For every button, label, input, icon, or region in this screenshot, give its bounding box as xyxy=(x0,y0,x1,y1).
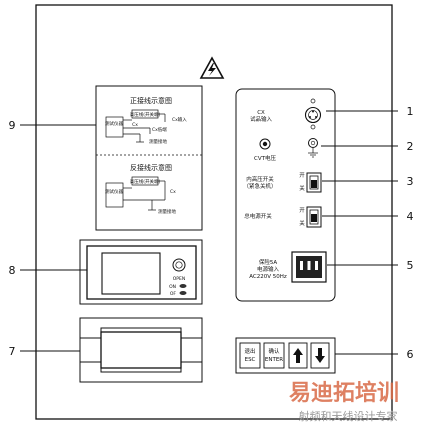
internal-hv-switch-label: 内高压开关 xyxy=(246,175,274,183)
hv-label: 高压线(开关端) xyxy=(130,111,161,118)
enter-button[interactable] xyxy=(263,342,285,369)
main-power-switch-label: 总电源开关 xyxy=(244,212,272,220)
callout-1: 1 xyxy=(407,105,414,118)
ground-terminal-icon[interactable] xyxy=(308,138,318,158)
printer-knob-inner xyxy=(175,261,183,269)
power-input-label: 电源输入 xyxy=(257,265,280,273)
internal-hv-switch[interactable] xyxy=(306,172,322,193)
internal-hv-switch-note: （紧急关机） xyxy=(243,182,276,190)
watermark-brand: 易迪拓培训 xyxy=(289,380,399,406)
enter-button-sublabel: ENTER xyxy=(265,357,283,363)
cx-label: Cx xyxy=(132,122,138,128)
callout-2: 2 xyxy=(407,140,414,153)
fuse-label: 保险5A xyxy=(259,258,277,266)
power-rating-label: AC220V 50Hz xyxy=(249,274,287,280)
callout-7: 7 xyxy=(9,345,16,358)
open-label: OPEN xyxy=(173,276,185,282)
arrow-up-icon xyxy=(293,348,303,363)
led-off-indicator xyxy=(179,291,187,295)
handle-outline-bottom xyxy=(80,361,202,373)
watermark-slogan: 射频和天线设计专家 xyxy=(299,409,398,423)
led-off-label: OF xyxy=(170,291,177,297)
lcd-screen xyxy=(101,252,161,295)
down-button[interactable] xyxy=(310,342,330,369)
reverse-title: 反接线示意图 xyxy=(130,163,172,172)
schematic-box xyxy=(95,85,203,231)
led-on-label: ON xyxy=(169,284,176,290)
forward-title: 正接线示意图 xyxy=(130,96,172,105)
hv-switch-off-text: 关 xyxy=(299,184,305,192)
handle-grip[interactable] xyxy=(100,331,182,369)
reverse-schematic xyxy=(105,176,166,211)
printer-knob[interactable] xyxy=(172,258,186,272)
cx-low-label: Cx低端 xyxy=(152,126,167,133)
callout-6: 6 xyxy=(407,348,414,361)
handle-frame xyxy=(79,317,203,383)
power-switch-on-text: 开 xyxy=(299,207,305,214)
callout-8: 8 xyxy=(9,264,16,277)
handle-outline-top xyxy=(80,327,202,339)
callout-5: 5 xyxy=(407,259,414,272)
forward-schematic xyxy=(105,109,166,143)
callout-3: 3 xyxy=(407,175,414,188)
esc-button-sublabel: ESC xyxy=(245,357,256,363)
hv-switch-on-text: 开 xyxy=(299,172,305,179)
callout-4: 4 xyxy=(407,210,414,223)
cx-connector-icon[interactable] xyxy=(304,98,322,130)
enter-button-label: 确认 xyxy=(268,347,280,355)
power-socket-icon[interactable] xyxy=(291,251,327,283)
cx-input-label: Cx输入 xyxy=(172,116,187,123)
high-voltage-warning-icon xyxy=(199,56,225,79)
forward-ground-label: 测量接地 xyxy=(149,138,167,145)
led-on-indicator xyxy=(179,284,187,288)
power-switch-off-text: 关 xyxy=(299,219,305,227)
forward-meter-label: 测试仪器 xyxy=(105,120,123,127)
cx-label-reverse: Cx xyxy=(170,189,176,195)
reverse-meter-label: 测试仪器 xyxy=(105,188,123,195)
callout-9: 9 xyxy=(9,119,16,132)
up-button[interactable] xyxy=(288,342,308,369)
main-power-switch[interactable] xyxy=(306,206,322,228)
cvt-label: CVT电压 xyxy=(254,154,276,162)
cx-input-subtitle: 试品输入 xyxy=(250,115,273,123)
cx-input-title: CX xyxy=(257,110,265,116)
arrow-down-icon xyxy=(315,348,325,363)
callout-leaders xyxy=(20,110,398,355)
esc-button[interactable] xyxy=(239,342,261,369)
hv-label-reverse: 高压线(开关端) xyxy=(130,178,161,185)
reverse-ground-label: 测量接地 xyxy=(158,208,176,215)
cvt-terminal-icon[interactable] xyxy=(259,138,271,150)
esc-button-label: 退出 xyxy=(244,347,255,355)
